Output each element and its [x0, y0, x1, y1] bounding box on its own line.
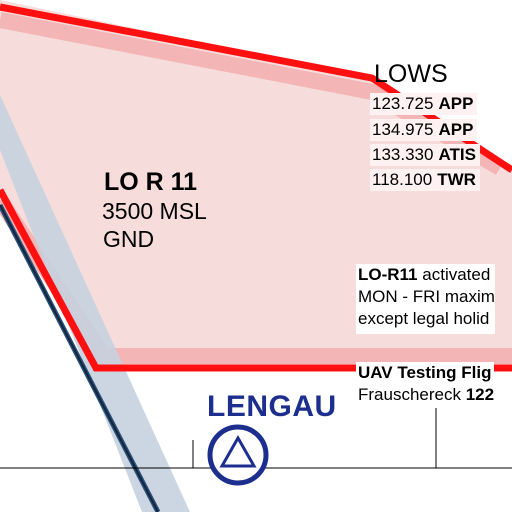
- frequency-service: APP: [438, 120, 474, 139]
- activation-area-id: LO-R11: [358, 265, 418, 284]
- airway-corridor: [0, 95, 190, 512]
- uav-frequency: 122: [465, 385, 495, 404]
- airfield-name[interactable]: LENGAU: [207, 390, 337, 423]
- uav-location: Frauschereck: [358, 385, 461, 404]
- route-line-core: [0, 204, 159, 512]
- uav-note: UAV Testing Flig Frauschereck 122: [356, 362, 495, 408]
- restricted-area-upper-limit: 3500 MSL: [102, 198, 207, 224]
- airport-name: LOWS: [374, 60, 448, 88]
- frequency-service: TWR: [437, 170, 476, 189]
- frequency-service: ATIS: [438, 145, 476, 164]
- frequency-value: 118.100: [372, 170, 433, 189]
- activation-text: activated: [422, 265, 491, 284]
- activation-schedule: MON - FRI maxim: [358, 287, 495, 306]
- frequency-service: APP: [438, 94, 474, 113]
- activation-exception: except legal holid: [358, 309, 490, 328]
- frequency-value: 134.975: [372, 120, 434, 139]
- uav-title: UAV Testing Flig: [358, 363, 492, 382]
- restricted-area-name[interactable]: LO R 11: [104, 168, 198, 196]
- airfield-triangle-icon: [219, 434, 257, 468]
- airfield-icon[interactable]: [207, 424, 269, 486]
- restricted-area-lower-limit: GND: [103, 226, 155, 252]
- frequency-value: 123.725: [372, 94, 434, 113]
- restricted-area-inner-band: [0, 12, 505, 175]
- activation-note: LO-R11 activated MON - FRI maxim except …: [356, 264, 495, 334]
- frequency-value: 133.330: [372, 145, 434, 164]
